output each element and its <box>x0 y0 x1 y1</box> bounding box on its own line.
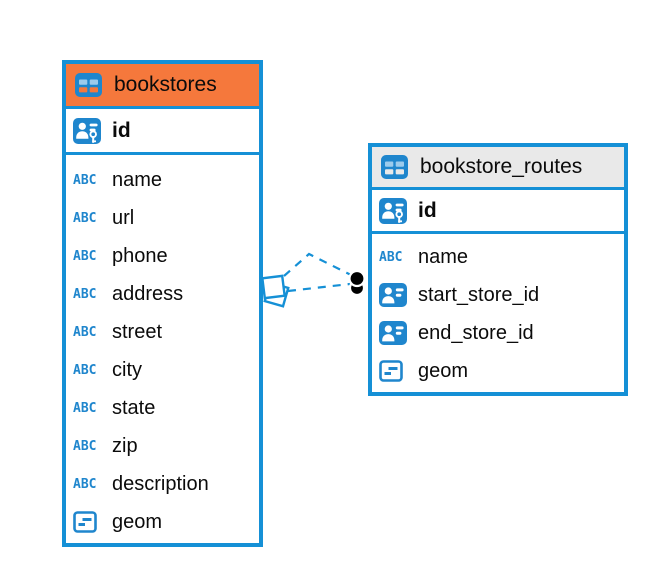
field-row-end-store-id[interactable]: end_store_id <box>379 314 617 352</box>
field-name: start_store_id <box>418 283 540 306</box>
table-icon <box>381 155 411 179</box>
field-row-name[interactable]: ABC name <box>73 161 252 199</box>
field-name: geom <box>112 510 163 533</box>
relationship-source-marker[interactable] <box>261 274 290 308</box>
table-bookstore-routes[interactable]: bookstore_routes id ABC name <box>368 143 628 396</box>
field-name: city <box>112 358 142 381</box>
reference-type-icon <box>379 283 409 307</box>
field-row-start-store-id[interactable]: start_store_id <box>379 276 617 314</box>
field-name: phone <box>112 244 168 267</box>
text-type-icon: ABC <box>73 210 97 226</box>
table-icon <box>75 73 105 97</box>
field-name: name <box>418 245 469 268</box>
primary-key-row[interactable]: id <box>372 190 624 234</box>
relationship-target-marker[interactable] <box>348 269 366 297</box>
field-name: description <box>112 472 209 495</box>
text-type-icon: ABC <box>73 362 97 378</box>
field-list: ABC name ABC url ABC phone ABC address A… <box>66 155 259 541</box>
field-row-geom[interactable]: geom <box>73 503 252 541</box>
table-title: bookstore_routes <box>420 155 583 178</box>
table-bookstores[interactable]: bookstores id ABC name <box>62 60 263 547</box>
field-name: name <box>112 168 163 191</box>
relationship-line[interactable] <box>283 252 352 277</box>
field-name: state <box>112 396 156 419</box>
text-type-icon: ABC <box>73 438 97 454</box>
field-row-geom[interactable]: geom <box>379 352 617 390</box>
primary-key-icon <box>73 117 103 144</box>
field-row-zip[interactable]: ABC zip <box>73 427 252 465</box>
field-name: url <box>112 206 135 229</box>
primary-key-row[interactable]: id <box>66 109 259 155</box>
geometry-type-icon <box>379 360 409 382</box>
text-type-icon: ABC <box>73 400 97 416</box>
field-row-city[interactable]: ABC city <box>73 351 252 389</box>
field-row-description[interactable]: ABC description <box>73 465 252 503</box>
field-name: zip <box>112 434 138 457</box>
field-list: ABC name start_store_id <box>372 234 624 390</box>
primary-key-name: id <box>418 198 437 222</box>
text-type-icon: ABC <box>73 248 97 264</box>
field-name: geom <box>418 359 469 382</box>
text-type-icon: ABC <box>73 172 97 188</box>
text-type-icon: ABC <box>73 324 97 340</box>
table-title: bookstores <box>114 73 217 96</box>
field-row-url[interactable]: ABC url <box>73 199 252 237</box>
geometry-type-icon <box>73 511 103 533</box>
field-name: street <box>112 320 163 343</box>
relationship-line[interactable] <box>287 282 351 293</box>
table-header[interactable]: bookstore_routes <box>372 147 624 190</box>
text-type-icon: ABC <box>73 286 97 302</box>
text-type-icon: ABC <box>379 249 403 265</box>
table-header[interactable]: bookstores <box>66 64 259 109</box>
field-row-state[interactable]: ABC state <box>73 389 252 427</box>
field-row-street[interactable]: ABC street <box>73 313 252 351</box>
primary-key-icon <box>379 197 409 224</box>
squares-marker-front <box>261 274 286 300</box>
field-name: address <box>112 282 184 305</box>
field-name: end_store_id <box>418 321 534 344</box>
primary-key-name: id <box>112 118 131 142</box>
field-row-name[interactable]: ABC name <box>379 238 617 276</box>
dot-marker-front <box>348 269 366 288</box>
field-row-phone[interactable]: ABC phone <box>73 237 252 275</box>
reference-type-icon <box>379 321 409 345</box>
field-row-address[interactable]: ABC address <box>73 275 252 313</box>
text-type-icon: ABC <box>73 476 97 492</box>
